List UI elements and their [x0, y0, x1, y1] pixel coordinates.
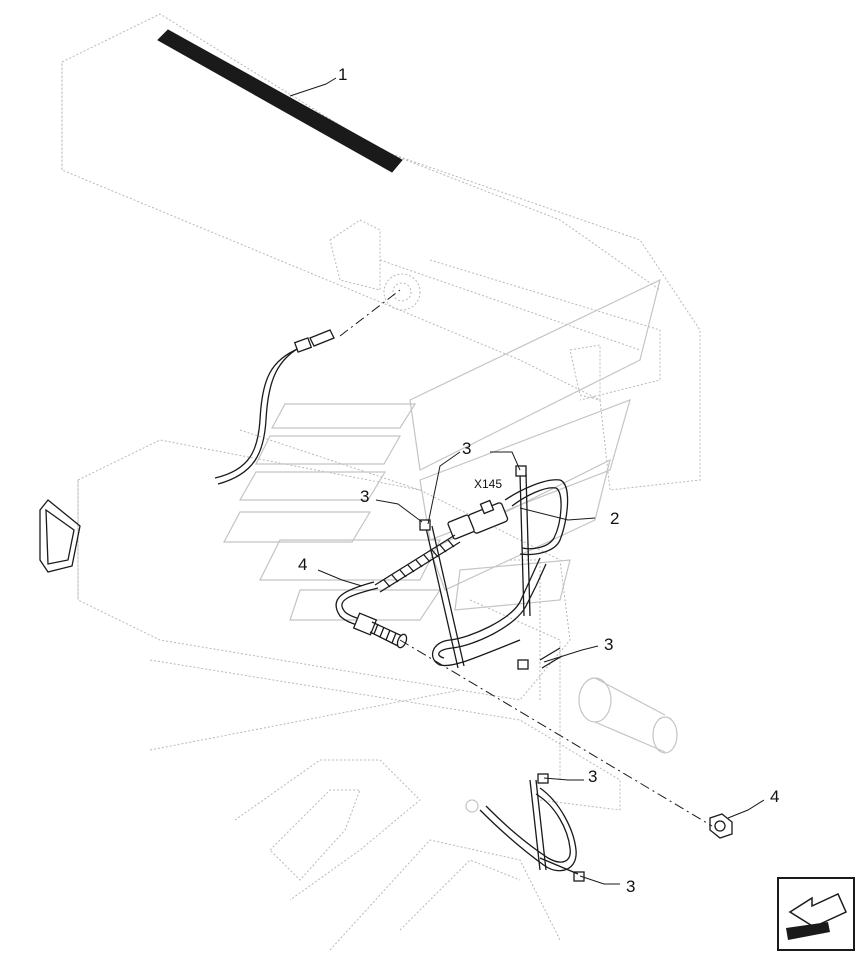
decal-strip-part [157, 29, 403, 173]
callout-1: 1 [338, 65, 347, 84]
decal-stripes-ghost [223, 278, 661, 621]
handle-bracket-left [39, 499, 81, 573]
corrugated-conduit [383, 539, 455, 588]
callout-3-bottom: 3 [626, 877, 635, 896]
callout-4-nut: 4 [770, 787, 779, 806]
callout-2: 2 [610, 509, 619, 528]
assembly-axis-line-upper [339, 289, 401, 337]
cable-tie-middle [517, 647, 563, 670]
callout-3-left: 3 [360, 487, 369, 506]
lock-nut-part [709, 813, 733, 839]
callout-3-upper: 3 [462, 439, 471, 458]
wiring-harness-lower [465, 773, 585, 882]
connector-label-x145: X145 [474, 477, 502, 491]
callout-3-middle: 3 [604, 635, 613, 654]
sensor-cable-upper [214, 329, 335, 485]
assembly-axis-line-lower [399, 639, 713, 827]
background-frame-ghost [61, 13, 701, 951]
leader-lines [289, 77, 765, 885]
proximity-sensor-part [352, 612, 408, 649]
callout-3-lower: 3 [588, 767, 597, 786]
callout-4-sensor: 4 [298, 555, 307, 574]
arrow-down-left-icon[interactable] [777, 877, 855, 951]
wiring-harness-part [335, 465, 569, 669]
